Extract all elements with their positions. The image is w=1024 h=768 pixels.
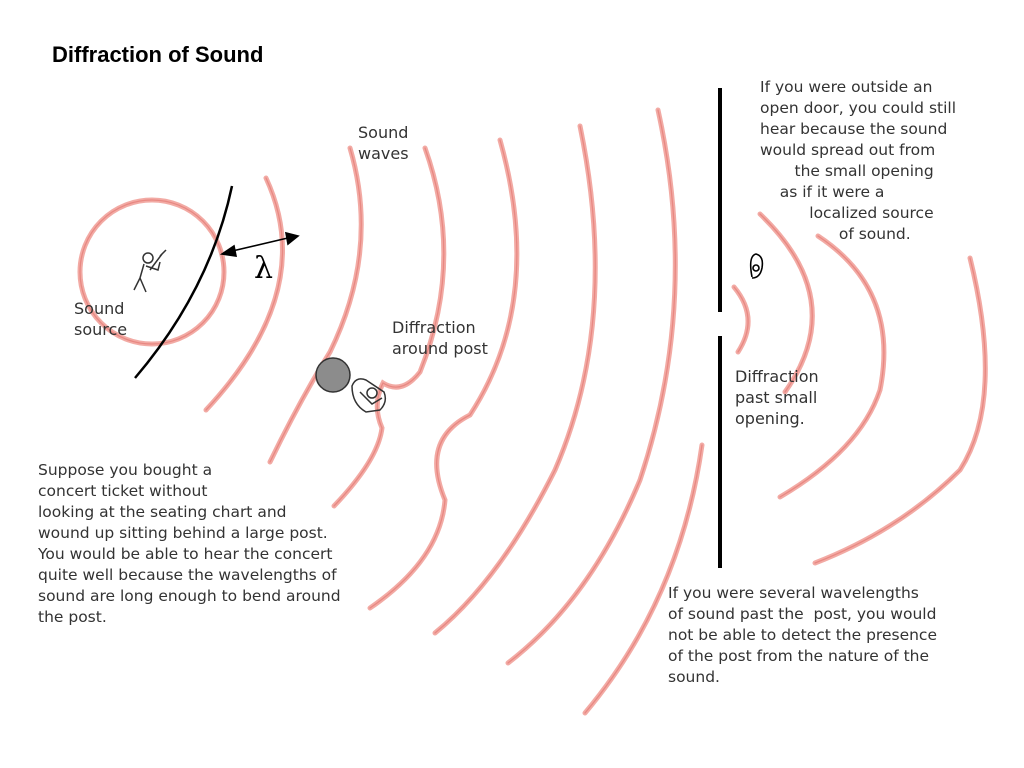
- label-sound-source: Sound source: [74, 299, 128, 339]
- wavefront-2: [267, 145, 364, 465]
- wavefront-1: [203, 175, 285, 413]
- guitarist-icon: [133, 249, 167, 293]
- source-wavefront-core: [79, 199, 225, 345]
- wavefront-2-core: [269, 147, 362, 463]
- label-concert: Suppose you bought a concert ticket with…: [38, 461, 341, 626]
- wavefront-arc: [134, 185, 234, 379]
- opening-wavefront-2-core: [759, 213, 813, 393]
- opening-wavefront-1-core: [733, 286, 749, 353]
- wavelength-symbol: λ: [254, 251, 274, 286]
- page-title: Diffraction of Sound: [52, 42, 264, 67]
- wavefront-4: [367, 137, 520, 611]
- label-diffraction-around-post: Diffraction around post: [392, 318, 488, 358]
- wavefront-1-core: [205, 177, 284, 411]
- wavefront-5-core: [434, 125, 596, 634]
- label-open-door: If you were outside an open door, you co…: [760, 78, 957, 243]
- opening-wavefront-4-core: [814, 257, 986, 564]
- wavefront-3-core: [333, 147, 445, 507]
- wavelength-arrow: [219, 231, 300, 257]
- label-sound-waves: Sound waves: [358, 123, 409, 163]
- opening-wavefront-3-core: [779, 235, 885, 498]
- label-several-wavelengths: If you were several wavelengths of sound…: [668, 584, 937, 686]
- wavefront-6-core: [507, 109, 676, 664]
- ear-icon: [749, 253, 764, 279]
- label-diffraction-small-opening: Diffraction past small opening.: [735, 367, 819, 428]
- wavefront-4-core: [369, 139, 518, 609]
- opening-wavefront-4: [812, 255, 988, 566]
- post-icon: [315, 357, 351, 393]
- wavefront-7-core: [584, 444, 703, 714]
- listener-icon: [351, 378, 387, 413]
